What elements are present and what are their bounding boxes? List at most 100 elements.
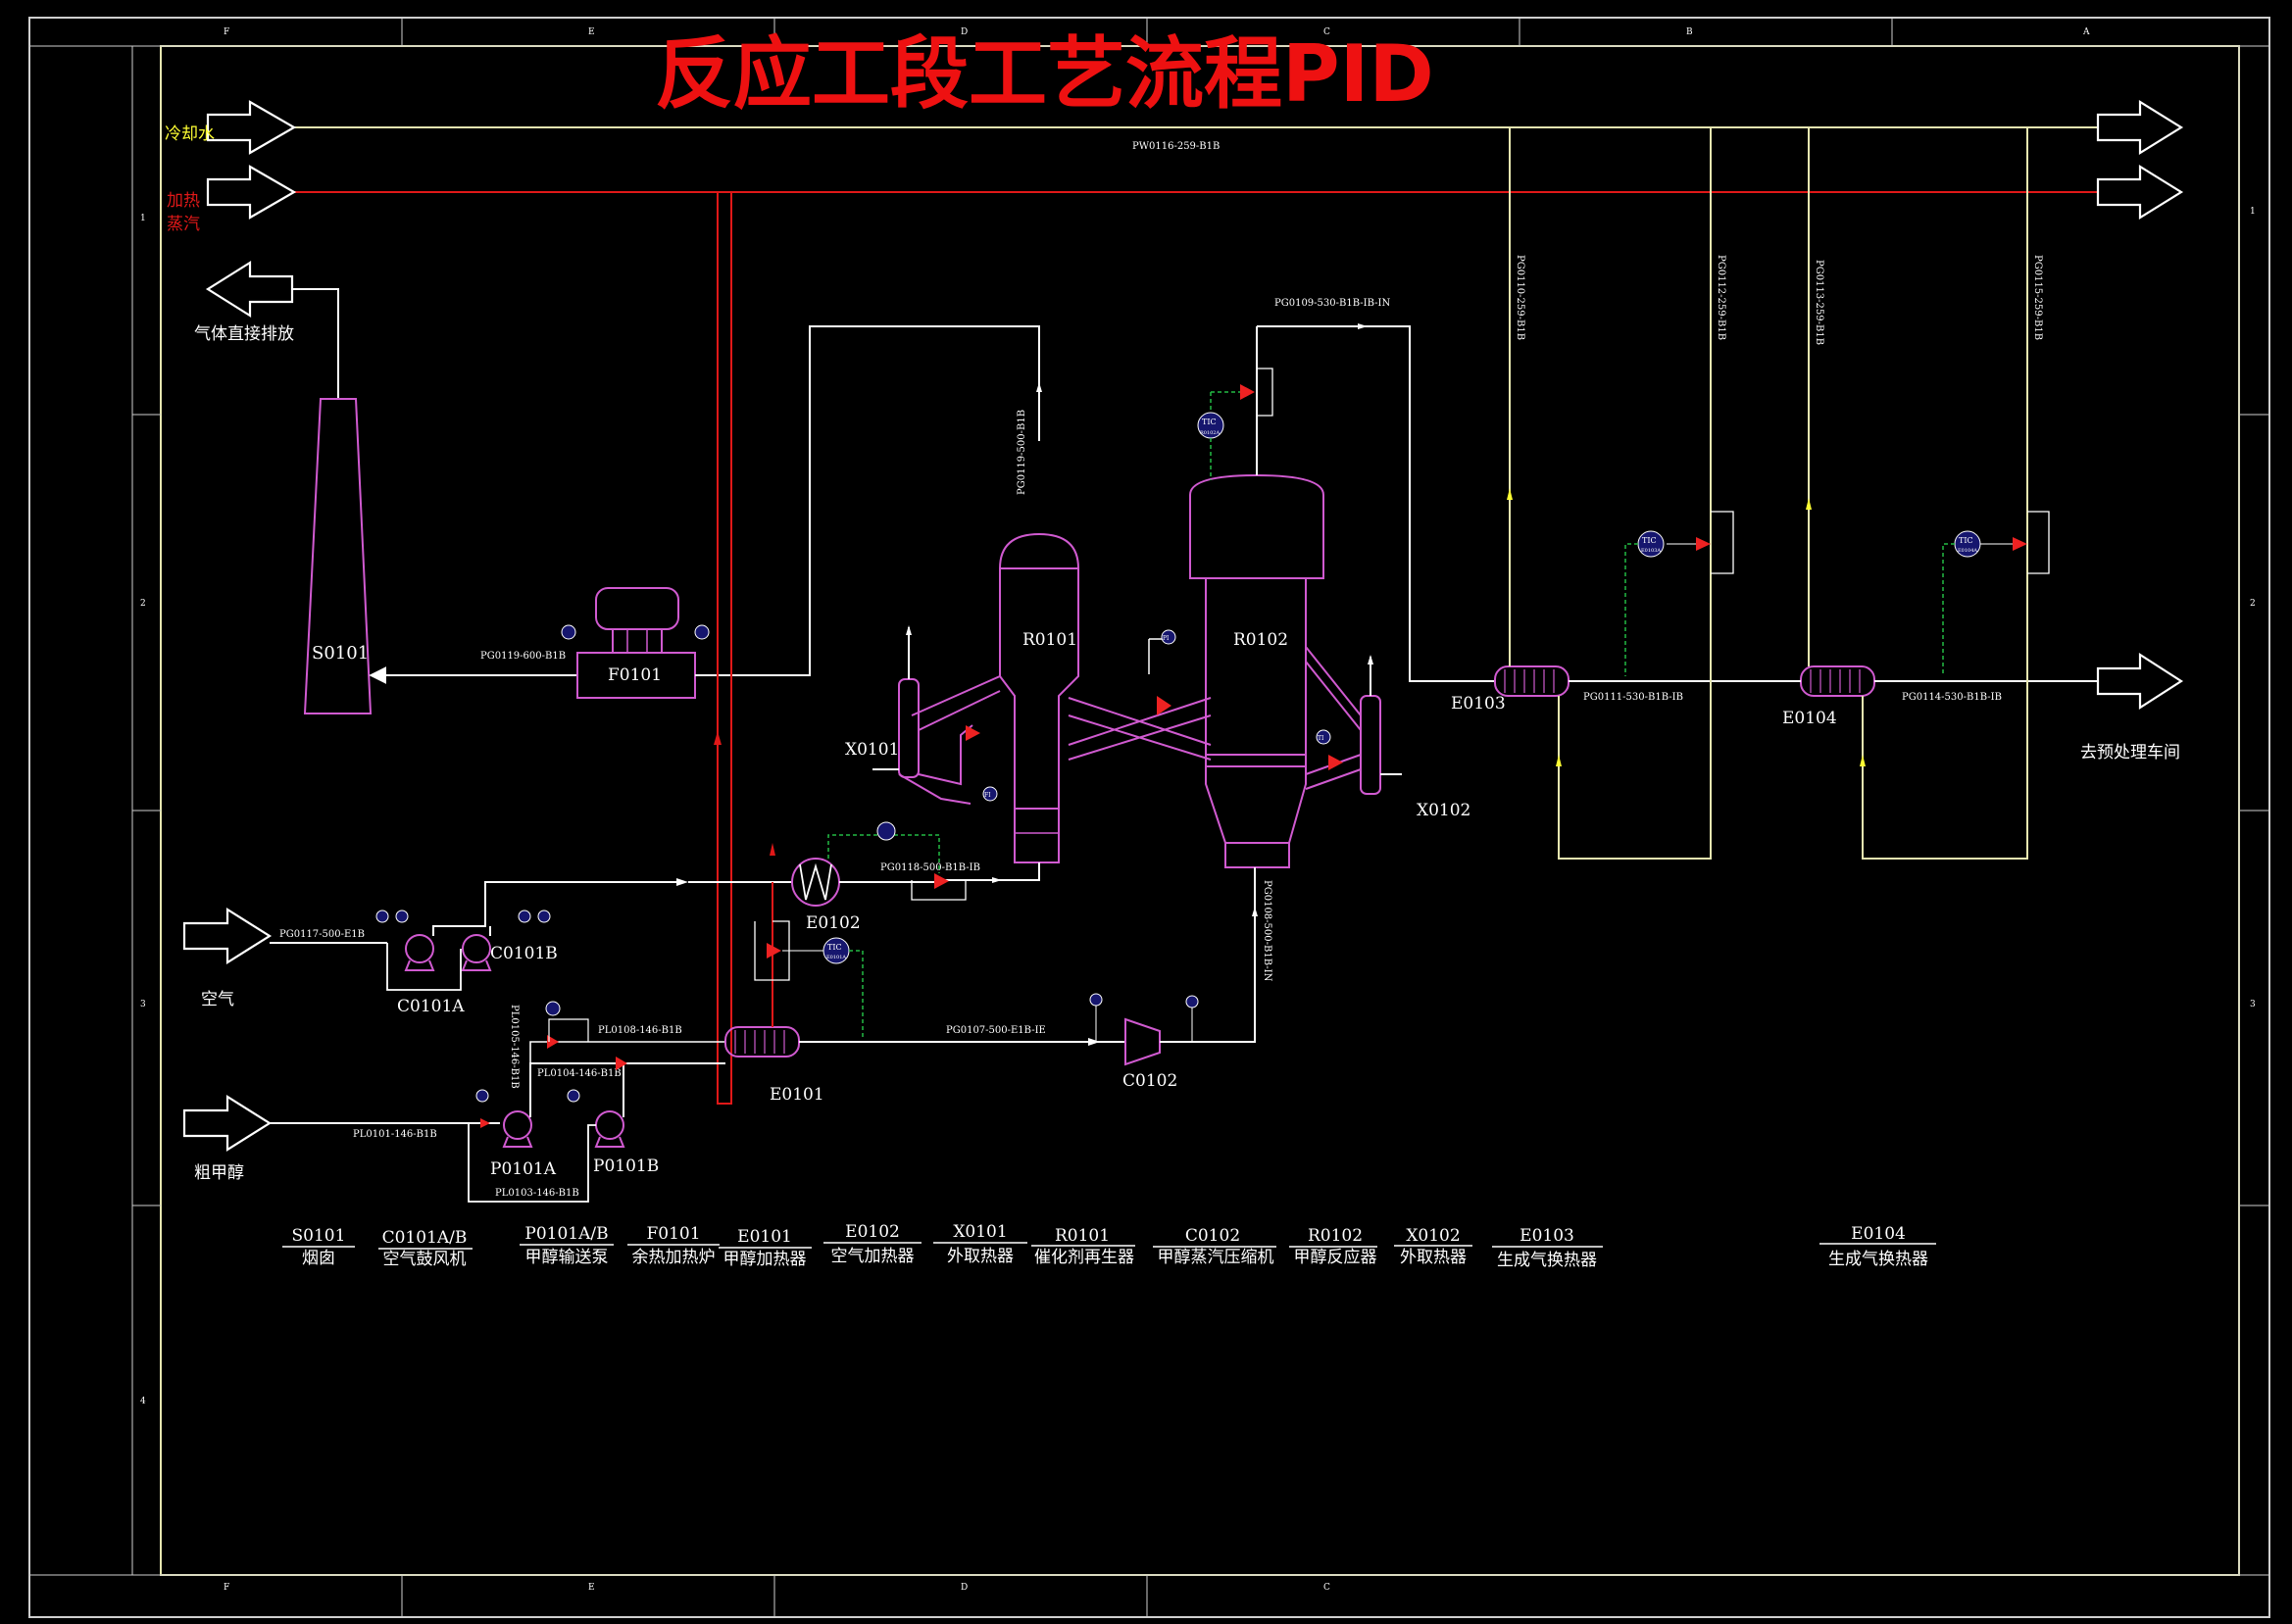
pump-p0101b (595, 1110, 624, 1140)
label-pg0107: PG0107-500-E1B-IE (946, 1025, 1046, 1036)
steam-out-arrow (2096, 165, 2184, 220)
grid-right-2: 2 (2250, 599, 2256, 609)
cooling-loops (1509, 127, 2028, 860)
label-pg0118: PG0118-500-B1B-IB (880, 862, 980, 873)
legend-name-12: 生成气换热器 (1497, 1251, 1597, 1270)
label-pg0110: PG0110-259-B1B (1515, 255, 1525, 340)
label-pl0105: PL0105-146-B1B (509, 1005, 520, 1089)
legend-tag-2: C0101A/B (382, 1228, 468, 1248)
reactor-r0102 (1189, 473, 1324, 579)
tag-c0101a: C0101A (397, 997, 465, 1016)
instr-x0101-fi (982, 786, 998, 802)
tag-p0101a: P0101A (490, 1159, 557, 1179)
blower-c0101b (462, 934, 491, 963)
pipe-regen-flue-to-furnace (695, 325, 1040, 676)
methanol-in-arrow (182, 1095, 273, 1152)
tag-e0101: E0101 (770, 1085, 824, 1105)
tag-f0101: F0101 (608, 665, 662, 685)
legend-name-2: 空气鼓风机 (383, 1250, 467, 1269)
legend-tag-10: R0102 (1308, 1226, 1363, 1246)
valve-e0102 (934, 873, 949, 889)
valve-x0102 (1328, 755, 1343, 770)
label-pg0111: PG0111-530-B1B-IB (1583, 692, 1683, 703)
tag-c0101b: C0101B (490, 944, 558, 963)
label-pg0108-vert: PG0108-500-B1B-IN (1262, 880, 1272, 982)
grid-top-6: A (2082, 27, 2090, 37)
grid-labels: F E D C B A F E D C 1 2 3 4 1 2 3 (140, 27, 2256, 1593)
steam-riser-e0101 (717, 192, 732, 1105)
label-pg0112: PG0112-259-B1B (1716, 255, 1726, 340)
instr-tic-e0104-label: TIC (1959, 536, 1973, 545)
grid-left-3: 3 (140, 1000, 146, 1009)
valve-r0102-top (1240, 384, 1255, 400)
instr-tic-r0102-tag: R0102A (1200, 430, 1220, 436)
instr-x0102-ti (1316, 729, 1331, 745)
compressor-c0102 (1124, 1017, 1161, 1066)
outlet-arrow (2096, 652, 2184, 711)
label-pg0115: PG0115-259-B1B (2032, 255, 2043, 340)
legend-tag-7: X0101 (953, 1222, 1007, 1242)
cooling-water-label: 冷却水 (165, 124, 215, 144)
stack-s0101 (303, 398, 373, 714)
legend-name-9: 甲醇蒸汽压缩机 (1158, 1248, 1274, 1267)
instr-tic-r0102-label: TIC (1202, 418, 1217, 426)
legend-tag-8: R0101 (1055, 1226, 1110, 1246)
regenerator-r0101 (999, 532, 1079, 810)
grid-left-1: 1 (140, 214, 146, 223)
instr-ti-furnace-left (561, 624, 576, 640)
tag-x0102: X0102 (1417, 801, 1470, 820)
instr-label-pi: PI (1163, 635, 1170, 642)
tag-x0101: X0101 (845, 740, 899, 760)
legend-name-11: 外取热器 (1400, 1248, 1467, 1267)
legend-name-4: 余热加热炉 (632, 1248, 716, 1267)
pump-p0101a (503, 1110, 532, 1140)
legend-name-3: 甲醇输送泵 (525, 1248, 609, 1267)
exchanger-e0101 (724, 1026, 800, 1058)
instr-label-ti: TI (1318, 735, 1324, 742)
tag-c0102: C0102 (1122, 1071, 1177, 1091)
valve-x0101 (966, 725, 980, 741)
grid-top-5: B (1686, 27, 1693, 37)
legend-tag-12: E0103 (1520, 1226, 1574, 1246)
outer-frame (28, 17, 2270, 1618)
label-pg0119-600: PG0119-600-B1B (480, 651, 566, 662)
tag-e0102: E0102 (806, 913, 861, 933)
legend-tag-13: E0104 (1851, 1224, 1906, 1244)
label-pg0119-vert: PG0119-500-B1B (1017, 410, 1027, 495)
label-pg0113: PG0113-259-B1B (1814, 260, 1824, 345)
valve-e0103 (1696, 537, 1711, 551)
vent-pipe (292, 288, 339, 399)
grid-left-4: 4 (140, 1397, 146, 1406)
cooler-x0101 (898, 678, 920, 778)
instr-fic-methanol (545, 1001, 561, 1016)
label-pl0108: PL0108-146-B1B (598, 1025, 682, 1036)
tag-e0104: E0104 (1782, 709, 1837, 728)
cooling-line-tag: PW0116-259-B1B (1132, 141, 1220, 152)
vent-arrow-shape (205, 261, 294, 318)
cooler-x0102 (1360, 695, 1381, 795)
label-pg0117: PG0117-500-E1B (279, 929, 365, 940)
steam-label-2: 蒸汽 (167, 215, 200, 234)
legend-name-13: 生成气换热器 (1828, 1250, 1928, 1269)
vent-arrow (250, 282, 292, 297)
instr-ti-furnace-right (694, 624, 710, 640)
furnace-f0101-body (595, 587, 679, 630)
methanol-label: 粗甲醇 (194, 1163, 244, 1183)
grid-top-4: C (1323, 27, 1330, 37)
blower-c0101a (405, 934, 434, 963)
label-pl0104: PL0104-146-B1B (537, 1068, 622, 1079)
grid-bottom-1: F (224, 1583, 229, 1593)
valve-e0104 (2013, 537, 2027, 551)
grid-bottom-2: E (588, 1583, 595, 1593)
instr-tic-e0102 (876, 821, 896, 841)
label-pl0103: PL0103-146-B1B (495, 1188, 579, 1199)
pipe-pg0108 (1160, 867, 1256, 1043)
legend-tag-11: X0102 (1406, 1226, 1460, 1246)
inner-frame (160, 45, 2240, 1576)
legend-name-1: 烟囱 (302, 1249, 335, 1268)
label-pg0114: PG0114-530-B1B-IB (1902, 692, 2002, 703)
grid-bottom-3: D (961, 1583, 968, 1593)
instr-tic-e0103-label: TIC (1642, 536, 1657, 545)
